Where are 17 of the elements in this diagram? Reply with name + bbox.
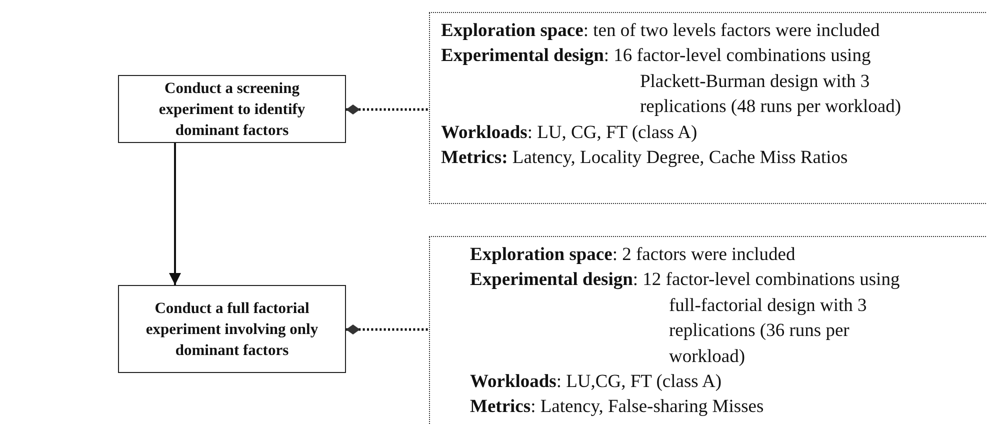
note-text: Experimental design: 12 factor-level combinations using full-factorial design with 3 replications (36 runs per workload) — [470, 269, 901, 369]
note-text: Metrics: Latency, False-sharing Misses — [470, 396, 765, 420]
process-box — [118, 285, 346, 373]
note-text: Metrics: Latency, Locality Degree, Cache Miss Ratios — [441, 147, 849, 170]
annotation-box — [429, 12, 987, 204]
box-label: Conduct a full factorial experiment involving only dominant factors — [144, 298, 320, 360]
annotation-box — [429, 236, 987, 424]
arrow — [169, 143, 181, 285]
process-box — [118, 75, 346, 143]
connector — [346, 104, 429, 114]
box-label: Conduct a screening experiment to identify dominant factors — [158, 78, 306, 140]
note-text: Experimental design: 16 factor-level combinations using Plackett-Burman design with 3 replications (48 runs per workload) — [441, 45, 902, 120]
connector — [346, 324, 429, 334]
note-text: Workloads: LU,CG, FT (class A) — [470, 371, 722, 394]
note-text: Exploration space: 2 factors were included — [470, 244, 796, 267]
note-text: Workloads: LU, CG, FT (class A) — [441, 122, 698, 145]
note-text: Exploration space: ten of two levels factors were included — [441, 20, 881, 43]
